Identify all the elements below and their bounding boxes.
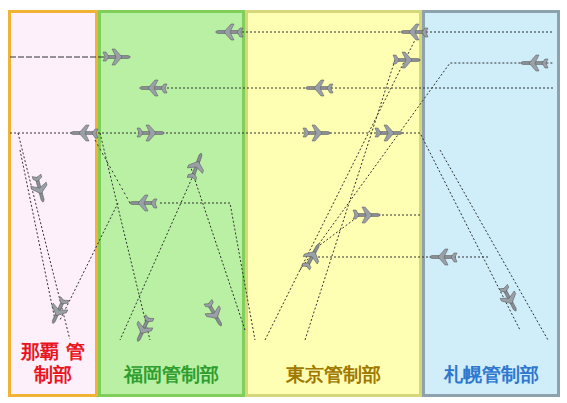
control-region-band: 札幌管制部 — [422, 10, 560, 397]
control-region-band: 福岡管制部 — [98, 10, 245, 397]
region-label: 札幌管制部 — [442, 362, 541, 388]
control-region-band: 那覇 管制部 — [8, 10, 98, 397]
region-label: 東京管制部 — [284, 362, 383, 388]
region-label: 福岡管制部 — [122, 362, 221, 388]
region-label: 那覇 管制部 — [11, 339, 95, 389]
